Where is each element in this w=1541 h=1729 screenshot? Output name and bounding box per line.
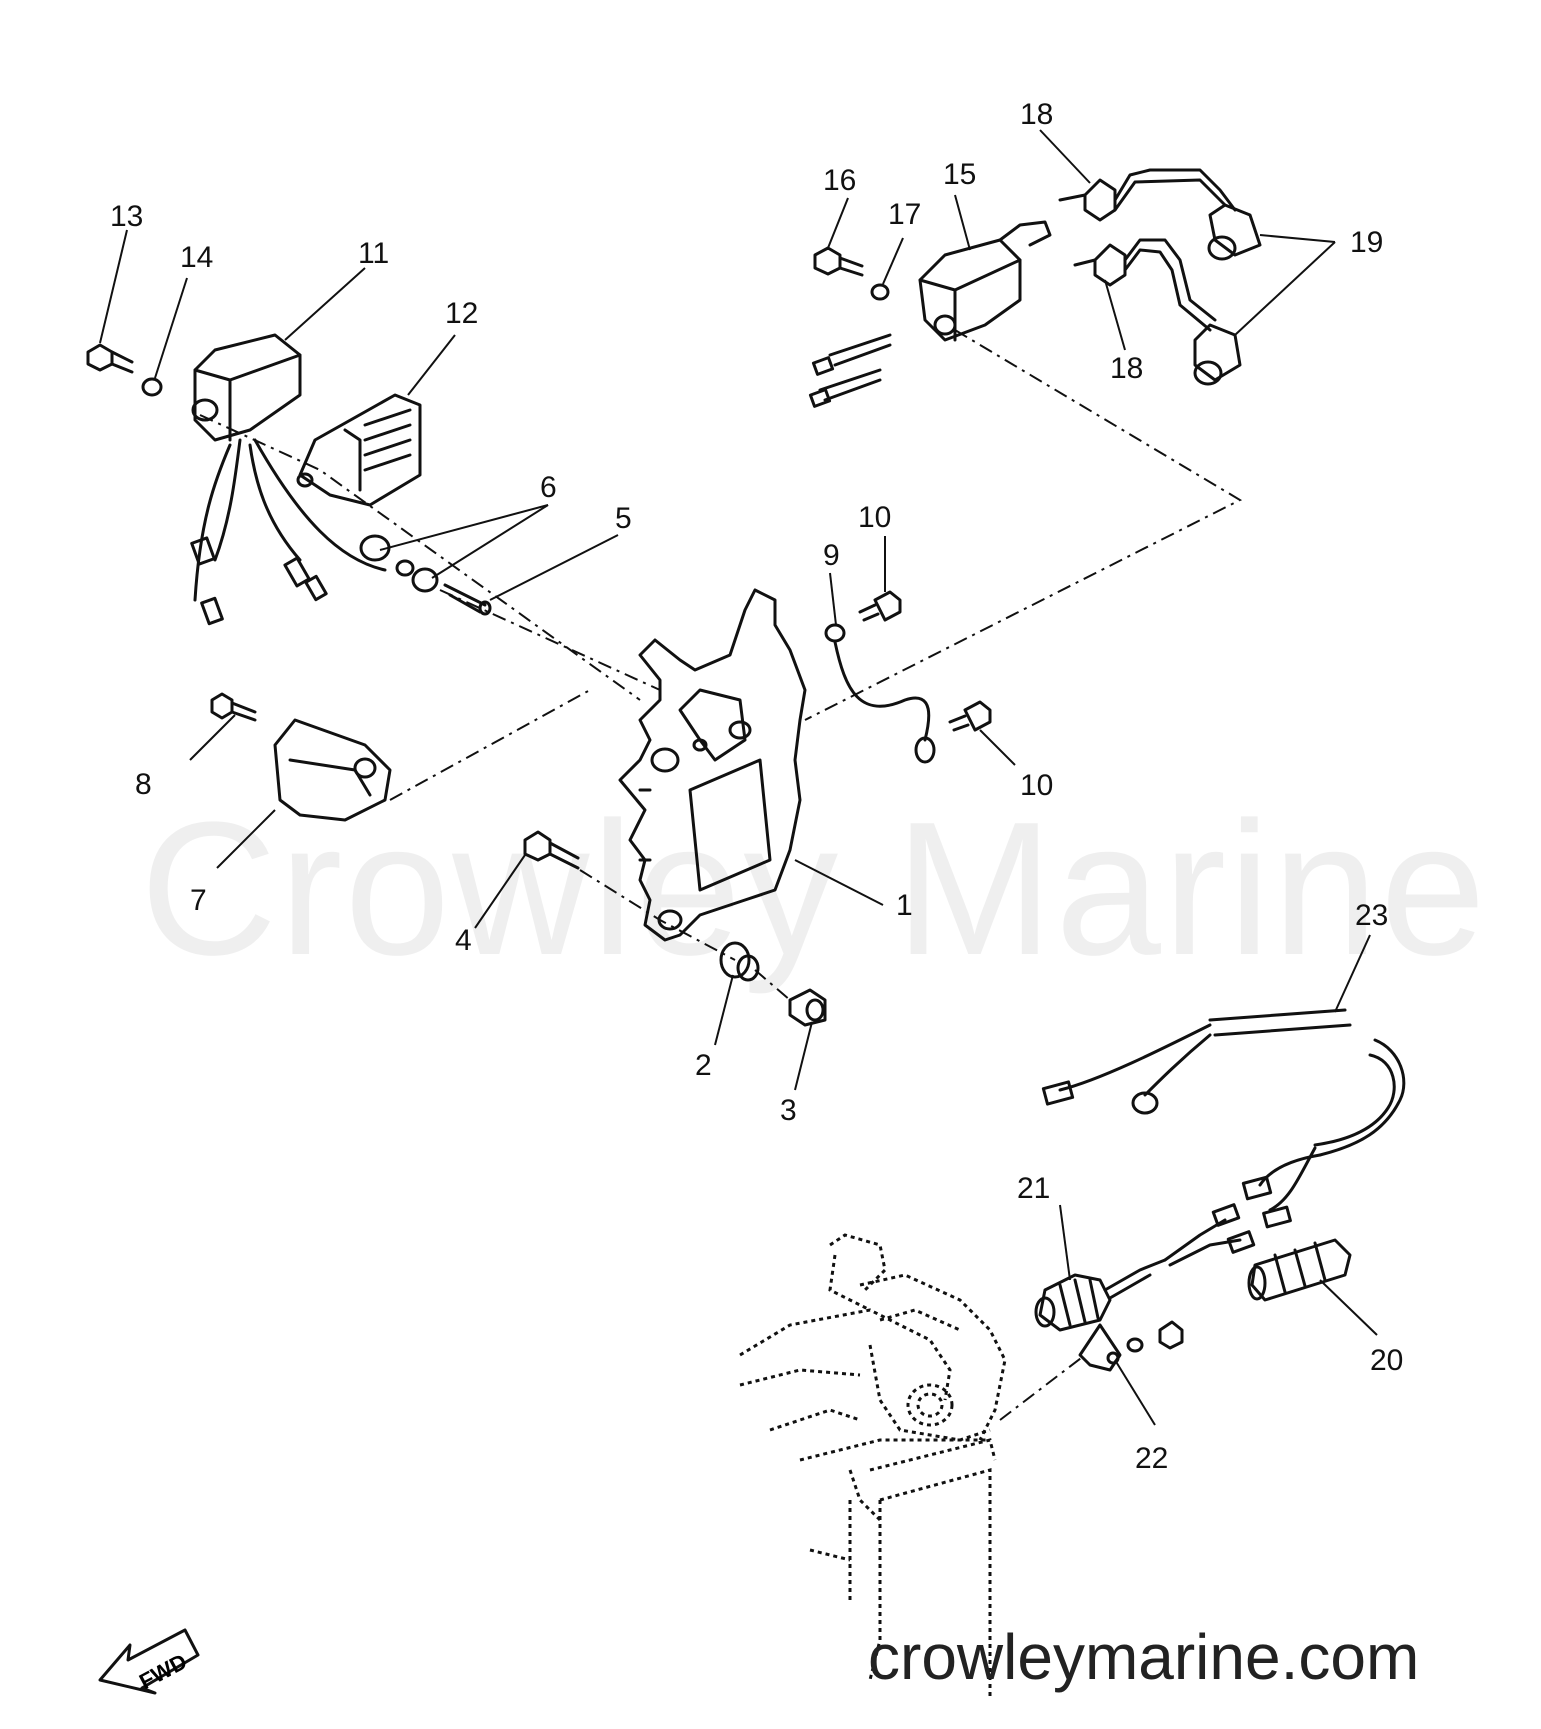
cap-18-upper-part[interactable] <box>1058 178 1117 222</box>
callout-20: 20 <box>1370 1344 1403 1377</box>
bolt-4-part[interactable] <box>523 830 580 870</box>
stud-5-part[interactable] <box>443 583 492 616</box>
callout-22: 22 <box>1135 1442 1168 1475</box>
screw-8-part[interactable] <box>210 692 257 722</box>
sleeve-20-part[interactable] <box>1247 1238 1352 1302</box>
nut-6-part[interactable] <box>359 534 439 593</box>
callout-17: 17 <box>888 198 921 231</box>
bolt-10-lower-part[interactable] <box>948 700 992 732</box>
callout-11: 11 <box>358 237 389 270</box>
switch-bolt-part[interactable] <box>1126 1320 1184 1353</box>
callout-16: 16 <box>823 164 856 197</box>
callout-labels: 1 2 3 4 5 6 7 8 9 10 10 11 12 13 14 15 1… <box>110 98 1403 1475</box>
site-url: crowleymarine.com <box>868 1621 1420 1693</box>
callout-21: 21 <box>1017 1172 1050 1205</box>
fwd-label: FWD <box>135 1649 191 1695</box>
cap-18-lower-part[interactable] <box>1073 243 1127 287</box>
callout-2: 2 <box>695 1049 712 1082</box>
callout-6: 6 <box>540 471 557 504</box>
callout-19: 19 <box>1350 226 1383 259</box>
callout-13: 13 <box>110 200 143 233</box>
ignition-coil-15-part[interactable] <box>918 220 1052 342</box>
cover-7-part[interactable] <box>273 718 392 822</box>
harness-23-part[interactable] <box>1041 1008 1406 1229</box>
grommet-2-part[interactable] <box>719 941 760 982</box>
callout-14: 14 <box>180 241 213 274</box>
callout-10-lower: 10 <box>1020 769 1053 802</box>
callout-23: 23 <box>1355 899 1388 932</box>
neutral-switch-21-part[interactable] <box>1034 1203 1256 1332</box>
coil-wire-terminals <box>808 333 892 408</box>
leader-lines <box>99 129 1378 1426</box>
engine-block-reference <box>739 1233 1007 1700</box>
callout-10-upper: 10 <box>858 501 891 534</box>
callout-18-upper: 18 <box>1020 98 1053 131</box>
collar-3-part[interactable] <box>788 988 827 1027</box>
callout-4: 4 <box>455 924 472 957</box>
callout-7: 7 <box>190 884 207 917</box>
fwd-arrow: FWD <box>98 1628 200 1695</box>
callout-9: 9 <box>823 539 840 572</box>
callout-18-lower: 18 <box>1110 352 1143 385</box>
bolt-10-upper-part[interactable] <box>858 590 902 622</box>
callout-15: 15 <box>943 158 976 191</box>
callout-5: 5 <box>615 502 632 535</box>
washer-14-part[interactable] <box>141 377 163 397</box>
bracket-1-part[interactable] <box>618 588 807 942</box>
callout-1: 1 <box>896 889 913 922</box>
cdi-unit-part[interactable] <box>190 333 387 626</box>
assembly-lines <box>199 329 1243 1421</box>
ground-lead-9-part[interactable] <box>824 623 936 764</box>
washer-17-part[interactable] <box>870 283 890 301</box>
screw-13-part[interactable] <box>86 343 134 374</box>
watermark: Crowley Marine <box>140 783 1488 995</box>
plate-22-part[interactable] <box>1078 1323 1122 1372</box>
plug-lead-19-part[interactable] <box>1113 168 1262 386</box>
callout-3: 3 <box>780 1094 797 1127</box>
rectifier-part[interactable] <box>296 393 422 507</box>
bolt-16-part[interactable] <box>813 246 864 277</box>
callout-8: 8 <box>135 768 152 801</box>
callout-12: 12 <box>445 297 478 330</box>
